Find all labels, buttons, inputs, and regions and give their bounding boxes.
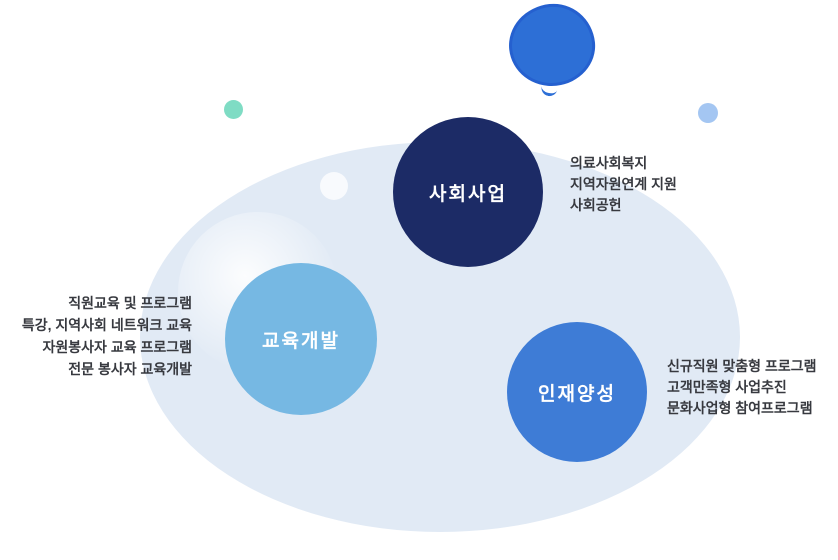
node-social-work: 사회사업 <box>393 117 543 267</box>
text-line: 의료사회복지 <box>570 155 648 171</box>
text-line: 특강, 지역사회 네트워크 교육 <box>21 317 192 333</box>
node-talent-development-label: 인재양성 <box>538 383 616 405</box>
text-line: 고객만족형 사업추진 <box>667 379 787 395</box>
node-education-development-label: 교육개발 <box>262 330 340 352</box>
ellipse-highlight-dot <box>320 172 348 200</box>
text-line: 신규직원 맞춤형 프로그램 <box>667 358 817 374</box>
text-line: 지역자원연계 지원 <box>570 176 677 192</box>
node-social-work-label: 사회사업 <box>429 183 507 205</box>
blue-dot-decoration <box>698 103 718 123</box>
node-education-development: 교육개발 <box>225 263 377 415</box>
node-talent-development: 인재양성 <box>507 322 647 462</box>
teal-dot-decoration <box>224 100 243 119</box>
scribble-tail-decoration <box>539 82 559 98</box>
text-line: 직원교육 및 프로그램 <box>68 295 192 311</box>
text-line: 문화사업형 참여프로그램 <box>667 400 813 416</box>
social-work-description: 의료사회복지 지역자원연계 지원 사회공헌 <box>570 153 677 216</box>
text-line: 전문 봉사자 교육개발 <box>68 361 192 377</box>
text-line: 자원봉사자 교육 프로그램 <box>42 339 192 355</box>
education-development-description: 직원교육 및 프로그램 특강, 지역사회 네트워크 교육 자원봉사자 교육 프로… <box>14 292 192 380</box>
talent-development-description: 신규직원 맞춤형 프로그램 고객만족형 사업추진 문화사업형 참여프로그램 <box>667 356 816 419</box>
scribble-circle-decoration <box>504 0 600 91</box>
text-line: 사회공헌 <box>570 197 622 213</box>
